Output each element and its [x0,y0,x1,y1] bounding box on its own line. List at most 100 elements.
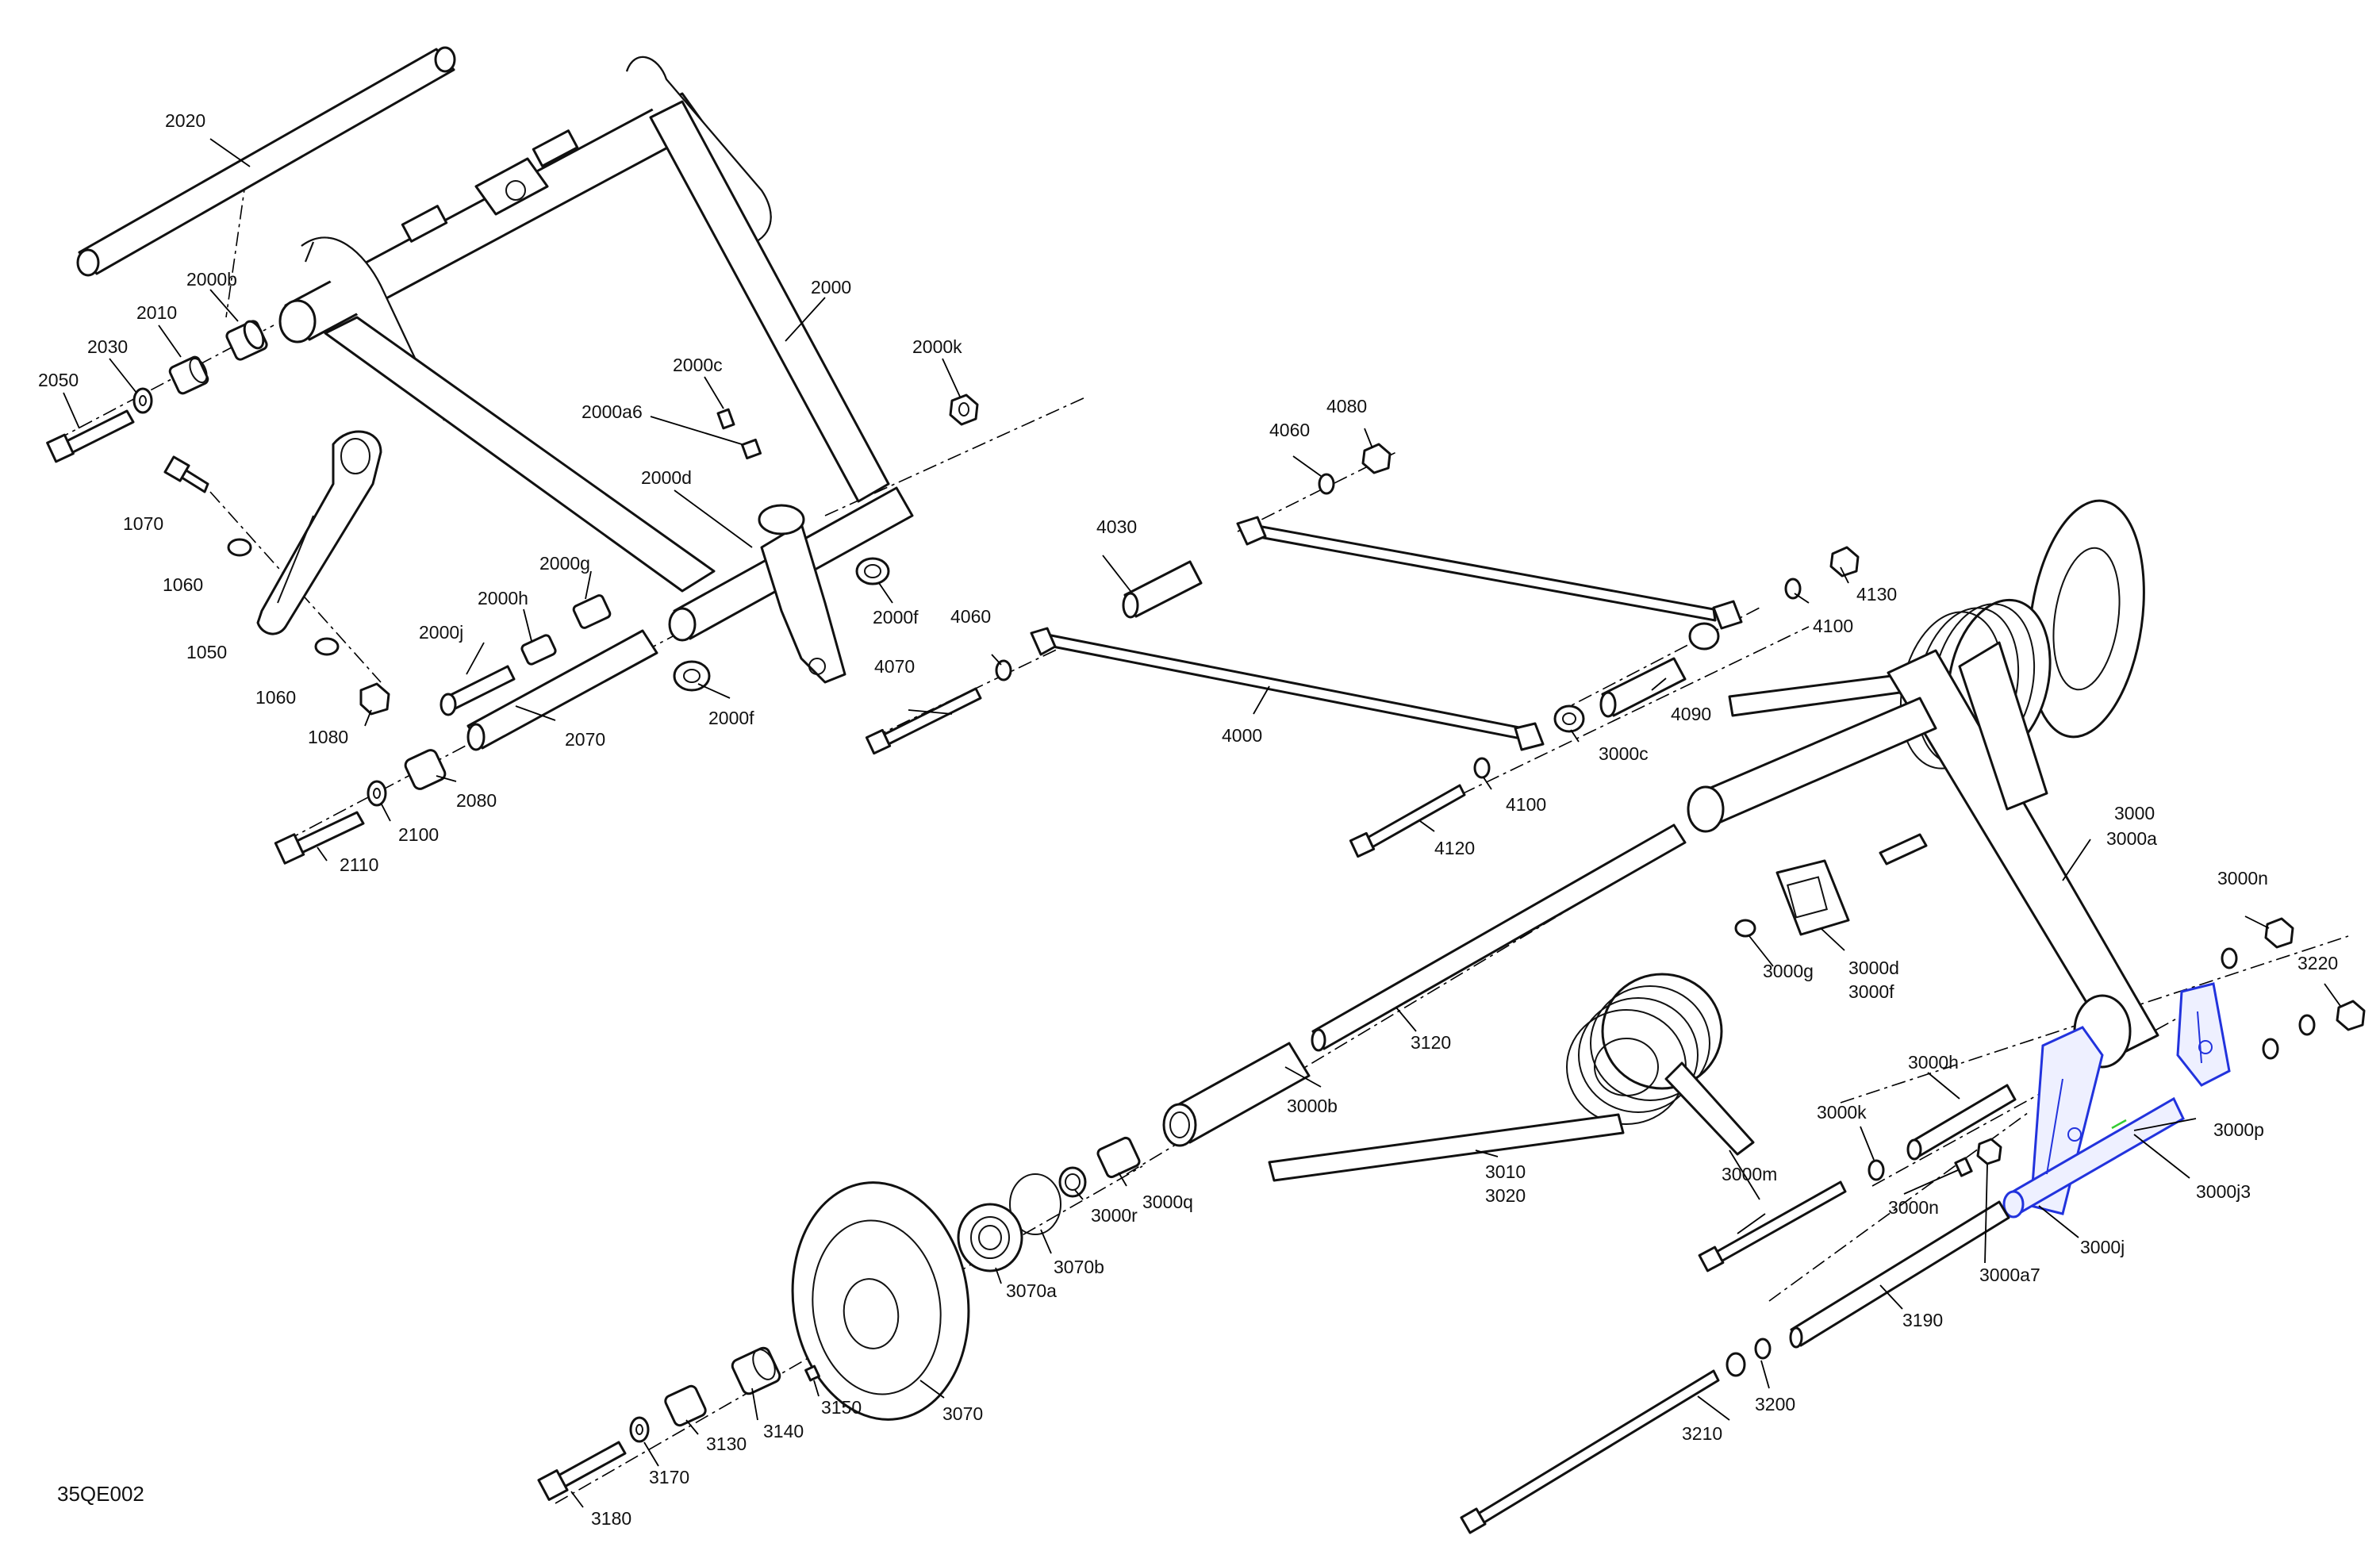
washer-3000k-part [1868,1159,1885,1181]
callout-3000c: 3000c [1599,743,1649,764]
callout-leaders [63,138,2341,1508]
callout-3000: 3000 [2114,803,2155,823]
callout-3070a: 3070a [1006,1280,1057,1301]
callout-2000g: 2000g [539,553,590,574]
grease-fitting-2000c-part [716,408,735,430]
bushing-2000b-part [225,320,268,361]
callout-3210: 3210 [1682,1423,1722,1444]
wheel-3070-part [791,1181,970,1421]
callout-3120: 3120 [1411,1032,1451,1053]
callout-4060-lower: 4060 [950,606,991,627]
tube-2070-part [466,629,658,751]
nut-1080-part [359,682,390,716]
callout-4080: 4080 [1326,396,1367,416]
bolt-4070-part [865,687,982,755]
callout-2000j: 2000j [419,622,463,643]
callout-2000d: 2000d [641,467,692,488]
callout-3000j: 3000j [2080,1237,2125,1257]
callout-2000c: 2000c [673,355,723,375]
bearing-3070a-part [957,1203,1023,1272]
callout-2000b: 2000b [186,269,237,290]
callout-2000f-lower: 2000f [708,708,754,728]
callout-2070: 2070 [565,729,605,750]
callout-1060-lower: 1060 [255,687,296,708]
callout-labels: 2020 2000b 2010 2030 2050 2000 2000c 200… [38,110,2338,1529]
callout-3170: 3170 [649,1467,689,1487]
callout-3000r: 3000r [1091,1205,1138,1226]
bolt-3000m-part [1698,1180,1847,1272]
nut-2000k-part [949,393,979,426]
spring-3010-part [1268,973,1755,1182]
callout-2020: 2020 [165,110,205,131]
washer-2100-part [367,780,387,807]
callout-2000a6: 2000a6 [582,401,643,422]
shaft-2020-part [76,46,456,277]
bracket-1050-part [256,430,382,635]
rear-arm-2000-part [76,46,914,684]
callout-3180: 3180 [591,1508,631,1529]
callout-4090: 4090 [1671,704,1711,724]
fitting-2000a6-part [740,438,762,460]
bolt-2050-part [46,409,135,463]
callout-3200: 3200 [1755,1394,1795,1414]
callout-4030: 4030 [1096,516,1137,537]
washer-3170-part [629,1416,650,1443]
callout-4070: 4070 [874,656,915,677]
washer-4100-part [1784,578,1802,600]
rod-4000-part [1030,627,1545,751]
ring-3000r-part [1058,1166,1087,1198]
callout-3220: 3220 [2297,953,2338,973]
callout-3000a: 3000a [2106,828,2157,849]
callout-3000h: 3000h [1908,1052,1959,1073]
callout-3000d: 3000d [1848,958,1899,978]
callout-3140: 3140 [763,1421,804,1441]
callout-2000h: 2000h [478,588,528,608]
bolt-2110-part [274,811,365,865]
bracket-3000j-highlighted-part [2002,982,2231,1219]
pin-3000h-part [1906,1084,2017,1161]
clip-3000g-part [1734,919,1756,938]
washer-3000n-part [2221,947,2238,969]
washer-4100-lower-part [1473,757,1491,779]
tube-4030-part [1122,560,1203,619]
diagram-reference-code: 35QE002 [57,1482,144,1506]
callout-1050: 1050 [186,642,227,662]
callout-3020: 3020 [1485,1185,1526,1206]
tube-3000b-part [1162,1042,1311,1147]
bushing-2000g-part [572,594,612,629]
callout-2000: 2000 [811,277,851,297]
bushing-2000f-lower-part [673,660,711,692]
washer-1060-part [227,538,252,557]
callout-3010: 3010 [1485,1161,1526,1182]
callout-3070: 3070 [942,1403,983,1424]
callout-1080: 1080 [308,727,348,747]
washer-3200-outer-part [1726,1352,1746,1377]
washer-3220-inner-part [2262,1038,2279,1060]
rod-upper-part [1236,516,1743,630]
pin-2000j-part [440,665,516,716]
bushing-2000h-part [520,634,557,666]
callout-3130: 3130 [706,1434,747,1454]
callout-3190: 3190 [1902,1310,1943,1330]
callout-4000: 4000 [1222,725,1262,746]
callout-4100-upper: 4100 [1813,616,1853,636]
bushing-3000q-part [1096,1136,1141,1179]
callout-4130: 4130 [1856,584,1897,605]
callout-3000j3: 3000j3 [2196,1181,2251,1202]
shaft-3190-part [1789,1200,2010,1349]
nut-3220-part [2336,1000,2366,1031]
callout-2000k: 2000k [912,336,962,357]
bolt-1070-part [163,455,209,493]
callout-3000b: 3000b [1287,1096,1338,1116]
bushing-2080-part [404,749,447,790]
callout-1060: 1060 [163,574,203,595]
pin-short-part [1879,833,1928,866]
callout-3000a7: 3000a7 [1979,1265,2040,1285]
washer-4060-part [995,659,1012,681]
callout-1070: 1070 [123,513,163,534]
callout-2000f-upper: 2000f [873,607,919,628]
callout-3000m: 3000m [1722,1164,1777,1184]
callout-2050: 2050 [38,370,79,390]
callout-3000n-upper: 3000n [2217,868,2268,889]
